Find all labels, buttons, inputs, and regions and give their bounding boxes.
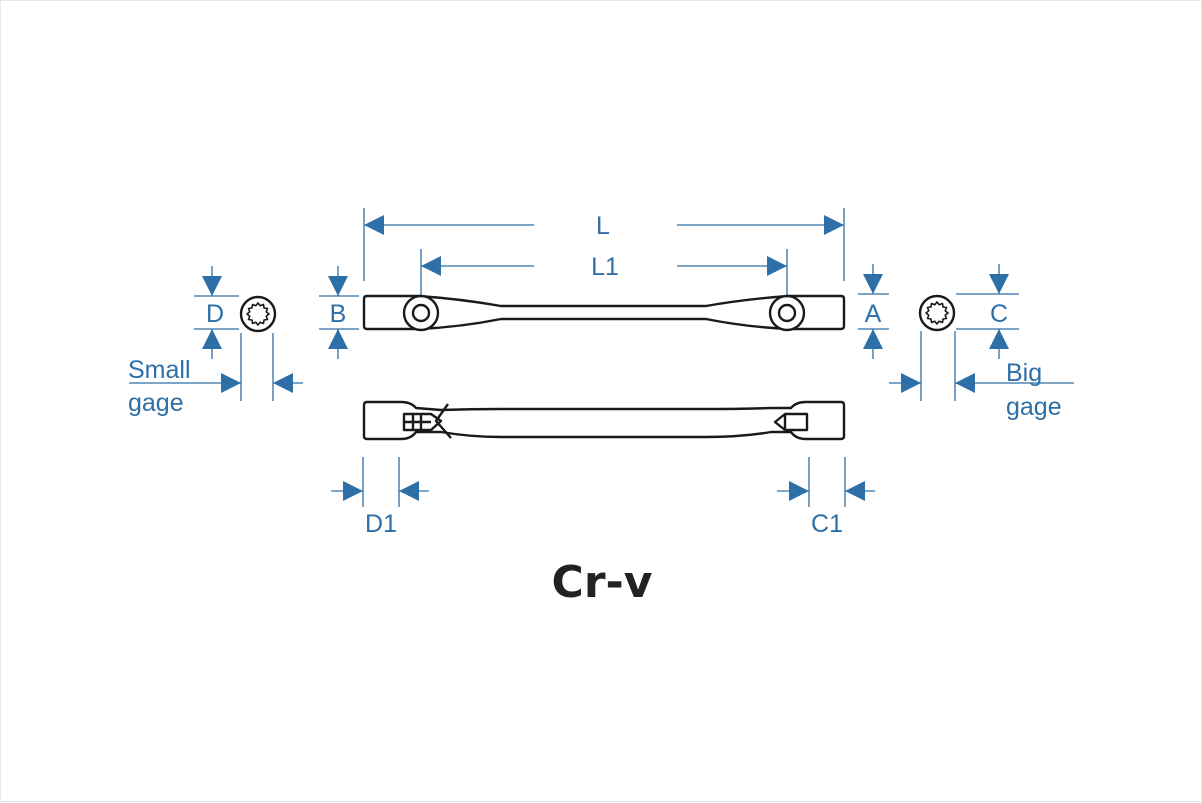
dimension-B: B [319, 266, 359, 359]
dimension-L: L [363, 208, 845, 281]
dimension-small-gage: Small gage [128, 333, 303, 417]
label-L: L [596, 212, 610, 240]
label-B: B [330, 300, 347, 328]
wrench-top-view [362, 294, 846, 332]
label-big-gage-line2: gage [1006, 393, 1062, 421]
label-C: C [990, 300, 1008, 328]
material-label: Cr-v [552, 557, 653, 608]
label-D1: D1 [365, 510, 397, 538]
label-small-gage-line2: gage [128, 389, 184, 417]
label-L1: L1 [591, 253, 619, 281]
dimension-D1: D1 [331, 457, 429, 538]
dimension-C: C [956, 264, 1019, 359]
dimension-A: A [858, 264, 889, 359]
dimension-big-gage: Big gage [889, 331, 1074, 421]
big-ring-end-view [918, 294, 956, 332]
label-big-gage-line1: Big [1006, 359, 1042, 387]
wrench-side-view [362, 400, 846, 441]
dimension-L1: L1 [420, 249, 788, 296]
label-C1: C1 [811, 510, 843, 538]
label-D: D [206, 300, 224, 328]
label-A: A [865, 300, 882, 328]
small-ring-end-view [239, 295, 277, 333]
dimension-C1: C1 [777, 457, 875, 538]
dimension-D: D [194, 266, 239, 359]
label-small-gage-line1: Small [128, 356, 191, 384]
